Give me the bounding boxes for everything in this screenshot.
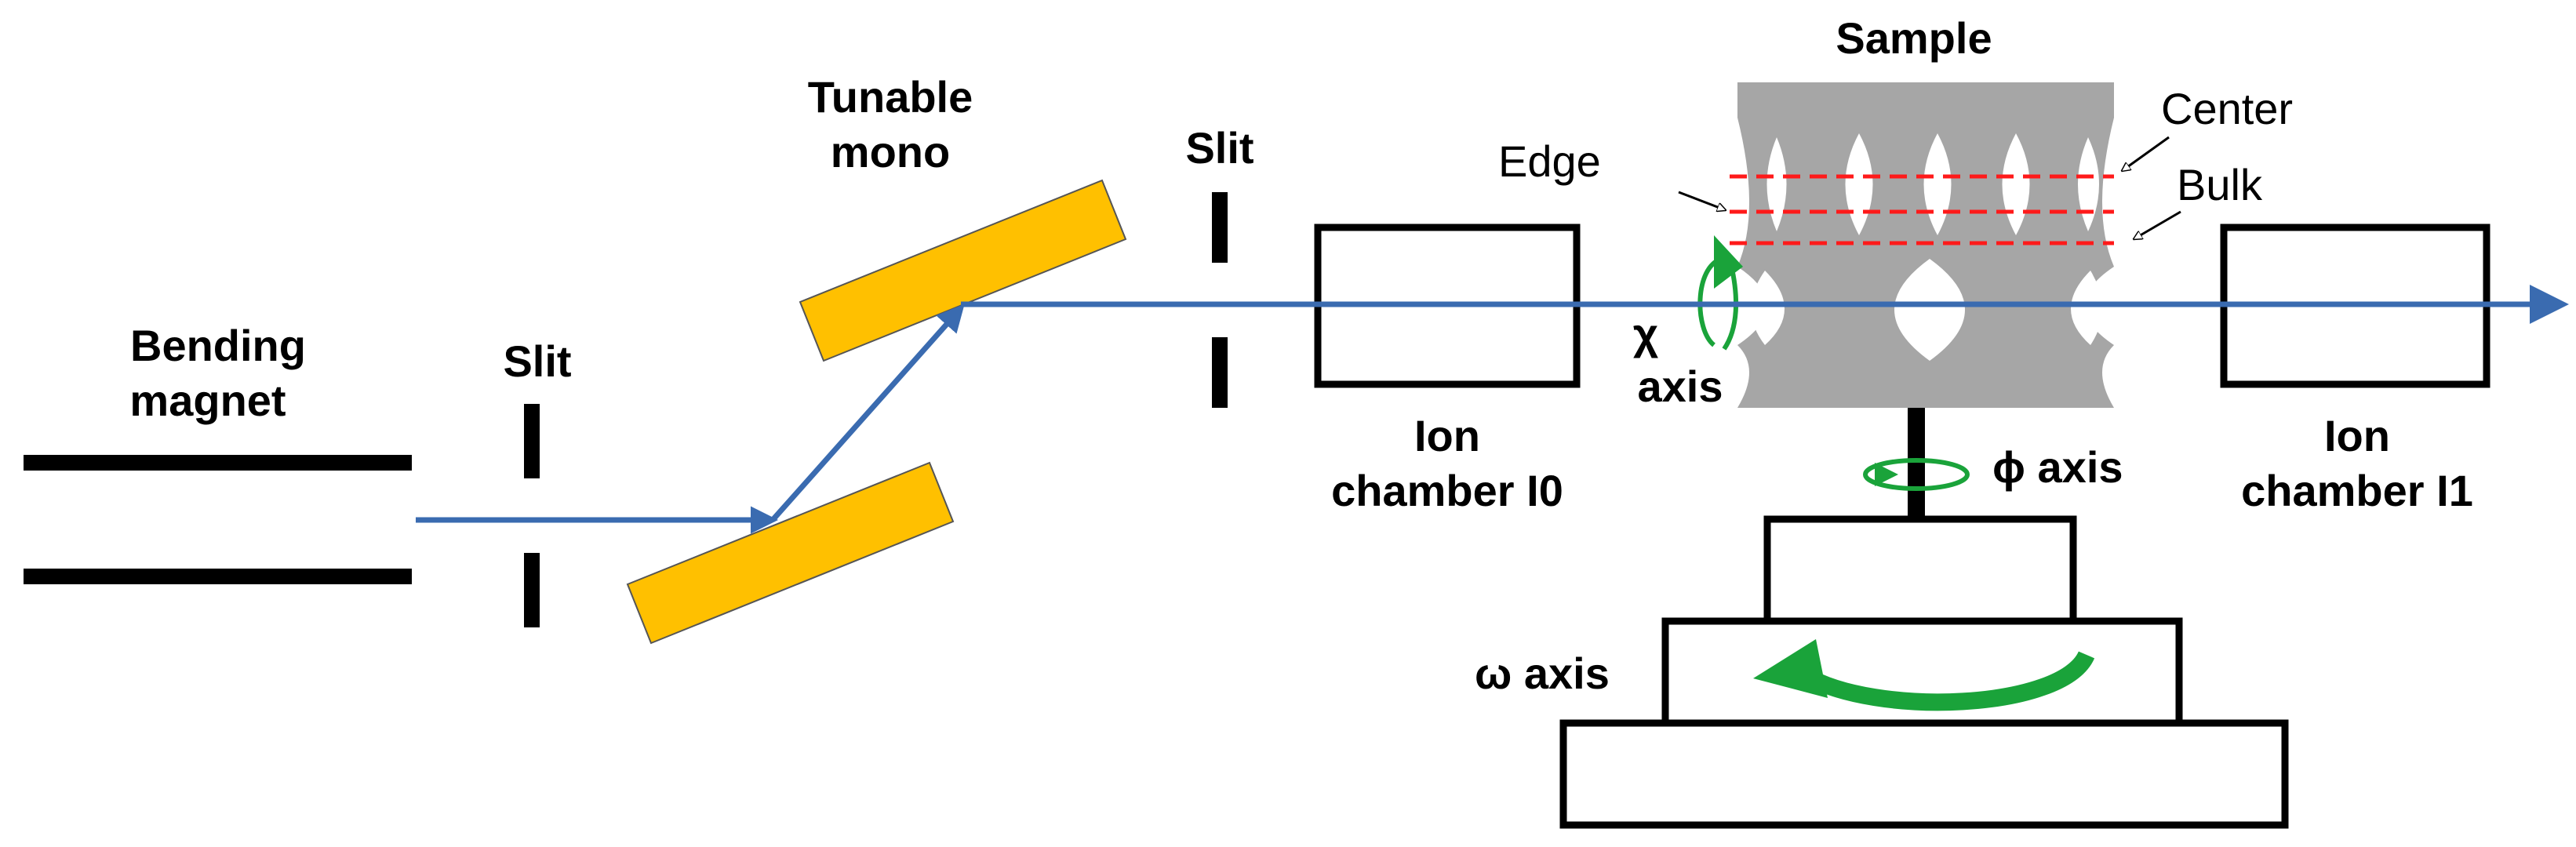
tunable-monochromator: Tunable mono	[626, 72, 1127, 645]
ion-chamber-i1-label-line1: Ion	[2324, 411, 2390, 460]
chi-axis-label-line1: χ	[1633, 309, 1658, 358]
beam-arrowhead	[2530, 285, 2569, 324]
slit-2-label: Slit	[1185, 123, 1253, 173]
chi-rotation-arrow	[1697, 256, 1723, 347]
chi-axis-label-line2: axis	[1638, 362, 1723, 411]
phi-axis-label: ϕ axis	[1992, 442, 2123, 492]
ion-chamber-i0-label-line2: chamber I0	[1331, 466, 1563, 515]
bending-magnet-label-line2: magnet	[129, 376, 286, 425]
ion-chamber-i1-label-line2: chamber I1	[2241, 466, 2473, 515]
phi-rotation-arrow	[1863, 458, 1970, 491]
bending-magnet: Bending magnet	[24, 321, 412, 584]
tunable-mono-label-line2: mono	[831, 127, 950, 176]
bulk-label: Bulk	[2177, 160, 2263, 209]
mono-crystal-upper	[799, 179, 1127, 362]
mono-crystal-lower	[626, 461, 955, 645]
sample-label: Sample	[1836, 13, 1992, 63]
ion-chamber-i0: Ion chamber I0	[1314, 224, 1581, 515]
chi-axis: χ axis	[1633, 235, 1743, 411]
sample: Sample	[1730, 13, 2114, 408]
omega-rotation-arrow	[1799, 650, 2095, 711]
goniometer-top-stage	[1763, 515, 2077, 625]
slit-1: Slit	[503, 336, 572, 627]
tunable-mono-label-line1: Tunable	[808, 72, 973, 122]
goniometer-base-stage	[1559, 719, 2289, 829]
center-pointer	[2122, 136, 2170, 171]
bulk-pointer	[2134, 210, 2181, 239]
goniometer: ϕ axis ω axis	[1475, 408, 2289, 829]
slit-1-label: Slit	[503, 336, 571, 386]
omega-axis-label: ω axis	[1475, 649, 1610, 698]
edge-label: Edge	[1498, 136, 1601, 186]
beam-segment-diffracted	[770, 304, 965, 522]
bending-magnet-label-line1: Bending	[130, 321, 306, 370]
ion-chamber-i0-label-line1: Ion	[1414, 411, 1480, 460]
scan-callouts: Edge Center Bulk	[1498, 84, 2293, 239]
ion-chamber-i1: Ion chamber I1	[2220, 224, 2490, 515]
xray-beam	[416, 285, 2569, 534]
slit-2: Slit	[1185, 123, 1254, 408]
edge-pointer	[1678, 191, 1726, 210]
center-label: Center	[2161, 84, 2293, 133]
